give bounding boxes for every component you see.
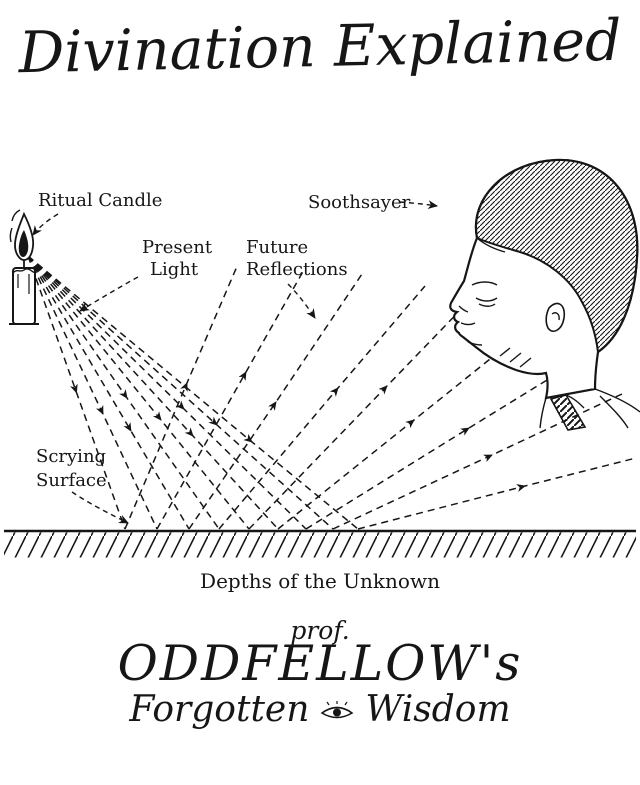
signature-wisdom: Wisdom (365, 688, 511, 730)
scrying-surface-label-2: Surface (36, 470, 107, 491)
ritual-candle-label: Ritual Candle (38, 190, 162, 211)
collar-notch (565, 394, 585, 409)
scrying-surface-label-1: Scrying (36, 446, 106, 467)
incident-ray (27, 255, 126, 530)
present-light-rays (27, 255, 359, 530)
eye-lash (478, 303, 496, 307)
chin-crease (467, 341, 483, 346)
soothsayer-arrow (399, 200, 438, 210)
ritual-candle-arrow (32, 213, 59, 236)
candle-wax-drip (12, 268, 36, 274)
signature-forgotten: Forgotten (129, 688, 310, 730)
signature-prof: prof. (290, 616, 350, 645)
reflected-ray (218, 285, 426, 530)
lapel-line (539, 397, 547, 429)
soothsayer-graphic (449, 158, 640, 431)
cheek-shading (509, 352, 522, 363)
present-light-label-1: Present (142, 237, 213, 258)
future-reflections-label-1: Future (246, 237, 308, 258)
cheek-shading (519, 357, 532, 368)
incident-ray (27, 255, 158, 530)
ear (545, 302, 566, 332)
nose-shadow (458, 305, 469, 313)
reflected-ray (332, 393, 623, 530)
reflected-ray (305, 360, 579, 530)
tie (549, 394, 587, 431)
incident-ray (27, 255, 279, 530)
scrying-surface-graphic (4, 529, 636, 558)
depths-label: Depths of the Unknown (200, 569, 440, 593)
soothsayer-label: Soothsayer (308, 192, 411, 213)
inner-ear (551, 312, 560, 321)
future-reflections-arrow (287, 283, 316, 319)
incident-ray (27, 255, 359, 530)
divination-diagram: Ritual Candle Present Light Future Refle… (4, 158, 640, 593)
diagram-labels: Ritual Candle Present Light Future Refle… (32, 190, 440, 593)
future-reflections-label-2: Reflections (246, 259, 348, 280)
future-reflection-rays (124, 263, 637, 530)
incident-ray (27, 255, 334, 530)
hair (474, 158, 639, 354)
reflected-ray (188, 273, 363, 530)
present-light-label-2: Light (150, 259, 199, 280)
signature-name: ODDFELLOW's (117, 635, 523, 692)
flame-flick (11, 209, 21, 222)
reflected-ray (357, 457, 637, 530)
reflected-ray (277, 330, 526, 530)
incident-ray (27, 255, 250, 530)
shoulder-line (594, 388, 640, 413)
eye-icon (319, 691, 355, 732)
incident-ray (27, 255, 190, 530)
incident-ray (27, 255, 220, 530)
reflected-ray (124, 263, 239, 530)
eyebrow (471, 281, 498, 286)
signature-wisdom-row: Forgotten Wisdom (0, 689, 640, 730)
scrying-surface-arrow (71, 491, 129, 524)
cheek-shading (499, 347, 511, 357)
hair-wisp (476, 237, 506, 253)
closed-eye (475, 297, 498, 302)
candle-body (12, 267, 36, 325)
reflected-ray (156, 267, 306, 530)
mouth (460, 322, 476, 326)
chest-line (599, 395, 629, 429)
ritual-candle-graphic (9, 209, 39, 325)
present-light-arrow (79, 276, 139, 312)
reflected-ray (248, 297, 473, 530)
page-title: Divination Explained (17, 7, 623, 87)
signature-block: prof. ODDFELLOW's Forgotten Wisdom (0, 616, 640, 730)
flame-flick (9, 227, 13, 243)
candle-flame-core (18, 230, 29, 257)
